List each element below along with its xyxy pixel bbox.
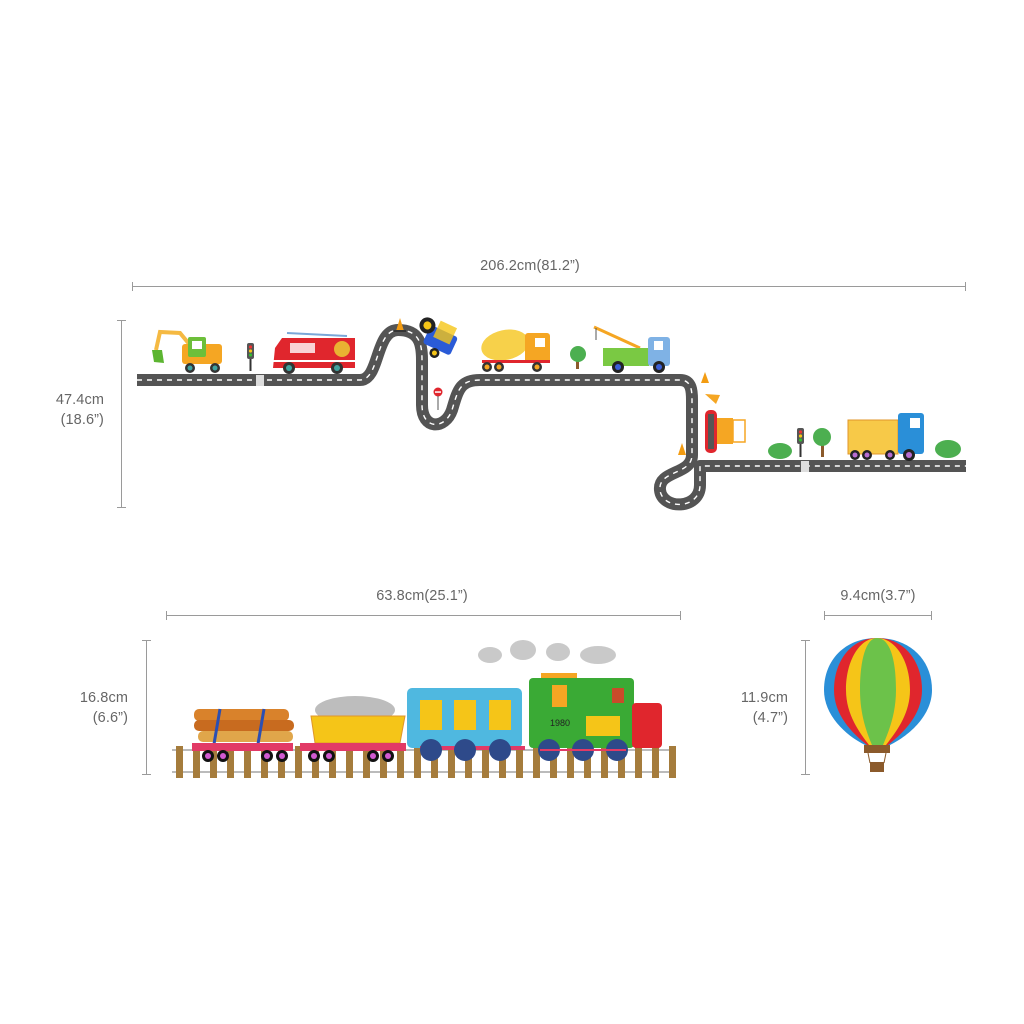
balloon-height-tick-top — [801, 640, 810, 641]
road — [137, 324, 966, 511]
road-height-tick-top — [117, 320, 126, 321]
train-height-cm: 16.8cm — [79, 690, 128, 706]
engine-number: 1980 — [550, 718, 570, 728]
train-width-tick-left — [166, 611, 167, 620]
fire-truck-icon — [273, 332, 355, 374]
steam-engine-icon: 1980 — [529, 673, 662, 761]
road-width-label: 206.2cm(81.2”) — [480, 258, 580, 274]
dump-truck-icon — [847, 413, 924, 461]
bush-icon — [768, 443, 792, 459]
balloon-height-cm: 11.9cm — [740, 690, 788, 706]
train-height-tick-top — [142, 640, 151, 641]
train-height-label: 16.8cm (6.6”) — [40, 688, 128, 728]
traffic-cone-icon — [678, 372, 709, 455]
traffic-light-icon — [247, 343, 254, 371]
road-height-in: (18.6”) — [60, 412, 104, 428]
train-width-tick-right — [680, 611, 681, 620]
balloon-height-in: (4.7”) — [752, 710, 788, 726]
train-height-line — [146, 640, 147, 775]
excavator-icon — [152, 329, 222, 373]
bulldozer-icon — [705, 394, 746, 453]
tree-icon — [813, 428, 831, 457]
road-width-line — [132, 286, 966, 287]
train-height-in: (6.6”) — [92, 710, 128, 726]
traffic-cone-icon — [394, 318, 406, 332]
train-width-line — [166, 615, 680, 616]
log-wagon-icon — [192, 708, 294, 762]
road-height-cm: 47.4cm — [55, 392, 104, 408]
stop-sign-icon — [433, 387, 443, 410]
road-height-tick-bottom — [117, 507, 126, 508]
balloon-width-label: 9.4cm(3.7”) — [840, 588, 916, 604]
train-height-tick-bottom — [142, 774, 151, 775]
road-width-tick-left — [132, 282, 133, 291]
road-height-line — [121, 320, 122, 508]
tree-icon — [570, 346, 586, 369]
smoke-clouds-icon — [478, 640, 616, 664]
balloon-width-line — [824, 615, 932, 616]
balloon-width-tick-right — [931, 611, 932, 620]
bush-icon — [935, 440, 961, 458]
balloon-width-tick-left — [824, 611, 825, 620]
hot-air-balloon-icon — [824, 638, 932, 772]
road-width-tick-right — [965, 282, 966, 291]
balloon-height-tick-bottom — [801, 774, 810, 775]
tractor-icon — [419, 317, 458, 358]
cement-mixer-icon — [481, 329, 550, 372]
passenger-carriage-icon — [407, 688, 525, 761]
road-height-label: 47.4cm (18.6”) — [20, 390, 104, 430]
balloon-height-line — [805, 640, 806, 775]
balloon-height-label: 11.9cm (4.7”) — [720, 688, 788, 728]
tow-truck-icon — [593, 325, 670, 373]
stone-wagon-icon — [300, 696, 406, 762]
train-width-label: 63.8cm(25.1”) — [376, 588, 468, 604]
traffic-light-icon — [797, 428, 804, 457]
